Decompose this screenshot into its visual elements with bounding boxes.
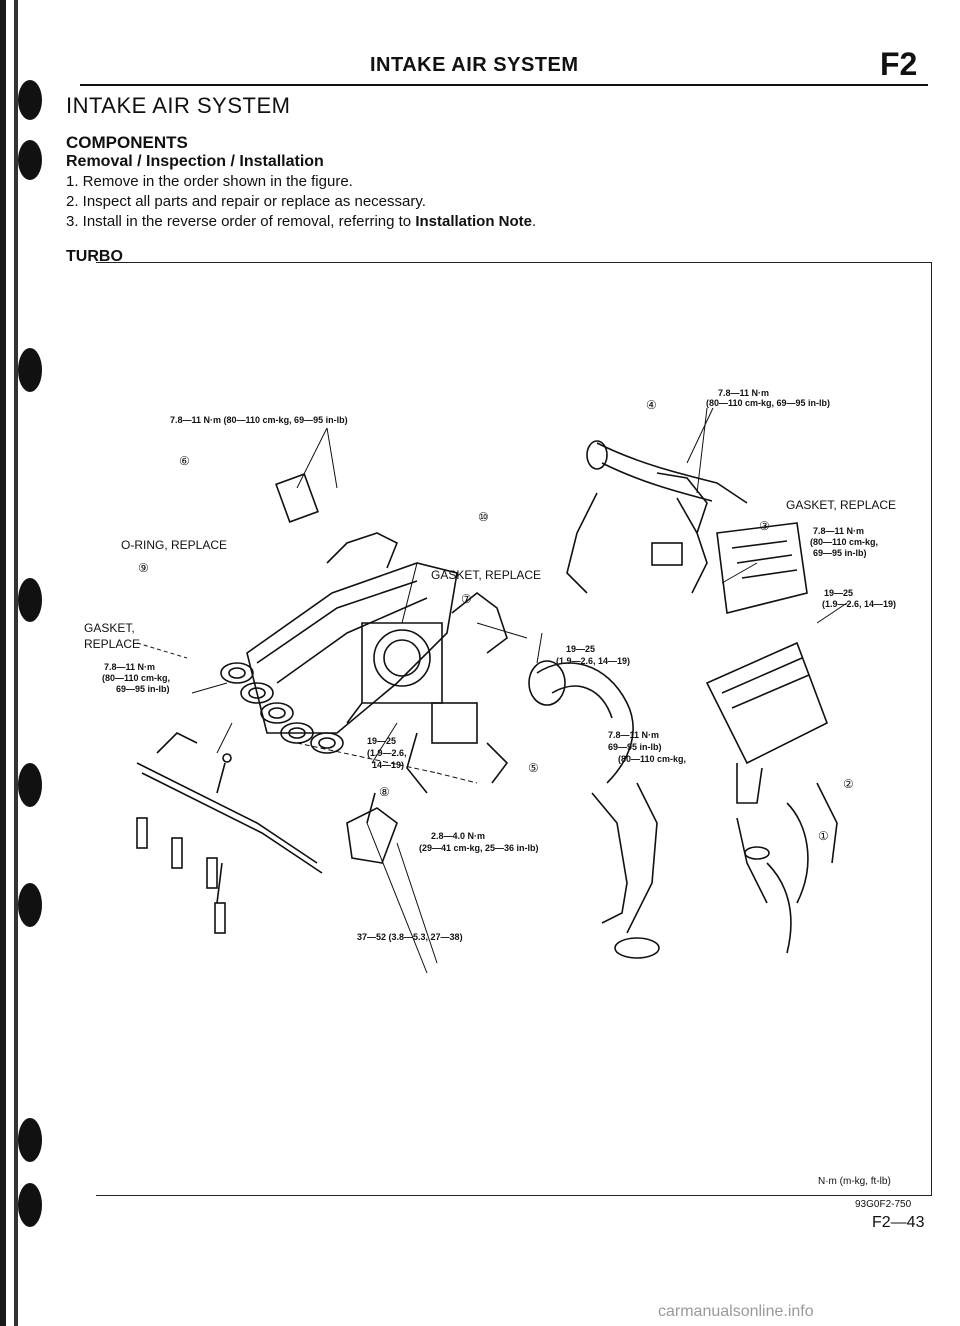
watermark: carmanualsonline.info: [658, 1303, 814, 1320]
part-number-9: ⑨: [138, 561, 149, 575]
leader-lines: [136, 407, 848, 974]
header-rule: [80, 84, 928, 86]
part-number-10: ⑩: [478, 510, 489, 524]
torque-callout-19-right-line1: 19—25: [824, 588, 854, 598]
torque-callout-left-line3: 69—95 in-lb): [116, 684, 170, 694]
part-number-1: ①: [818, 829, 829, 843]
torque-callout-19-low-line3: 14—19): [372, 760, 405, 770]
part-number-6: ⑥: [179, 454, 190, 468]
figure-frame: [96, 262, 932, 1196]
page-number: F2—43: [872, 1214, 925, 1231]
torque-callout-hose-line3: (80—110 cm-kg,: [618, 754, 687, 764]
torque-callout-hose-line2: 69—95 in-lb): [608, 742, 662, 752]
torque-callout-top-right-line2: (80—110 cm-kg, 69—95 in-lb): [706, 398, 831, 408]
step-3-tail: .: [532, 213, 537, 230]
torque-callout-right3-line1: 7.8—11 N·m: [813, 526, 865, 536]
torque-callout-19-mid-line1: 19—25: [566, 644, 596, 654]
part-number-3: ③: [759, 519, 770, 533]
intake-manifold: [220, 473, 458, 754]
step-3: 3. Install in the reverse order of remov…: [66, 212, 536, 232]
air-cleaner: [705, 522, 838, 954]
torque-callout-right3-line2: (80—110 cm-kg,: [810, 537, 879, 547]
procedure-steps: 1. Remove in the order shown in the figu…: [66, 172, 536, 232]
fuel-rail-injectors: [136, 732, 323, 934]
part-number-5: ⑤: [528, 761, 539, 775]
airflow-meter: [566, 440, 748, 594]
throttle-body: [346, 591, 508, 864]
gasket-callout-left-line2: REPLACE: [84, 637, 141, 651]
oring-callout: O-RING, REPLACE: [121, 538, 228, 552]
torque-callout-19-low-line1: 19—25: [367, 736, 397, 746]
intake-hose: [486, 660, 660, 959]
part-number-8: ⑧: [379, 785, 390, 799]
units-note: N·m (m-kg, ft-lb): [818, 1176, 891, 1187]
figure-variant-label: TURBO: [66, 248, 123, 265]
step-3-text: 3. Install in the reverse order of remov…: [66, 213, 412, 230]
torque-callout-28-line1: 2.8—4.0 N·m: [431, 831, 486, 841]
part-number-2: ②: [843, 777, 854, 791]
page-title: INTAKE AIR SYSTEM: [66, 93, 291, 118]
figure-code: 93G0F2-750: [855, 1199, 912, 1210]
step-3-emphasis: Installation Note: [415, 213, 533, 230]
part-number-7: ⑦: [461, 592, 472, 606]
step-2: 2. Inspect all parts and repair or repla…: [66, 193, 426, 210]
section-subheading: Removal / Inspection / Installation: [66, 153, 324, 170]
torque-callout-19-mid-line2: (1.9—2.6, 14—19): [556, 656, 631, 666]
exploded-view-diagram: [136, 407, 848, 974]
section-heading: COMPONENTS: [66, 133, 188, 152]
torque-callout-top-right-line1: 7.8—11 N·m: [718, 388, 770, 398]
torque-callout-19-low-line2: (1.9—2.6,: [367, 748, 407, 758]
part-number-4: ④: [646, 398, 657, 412]
gasket-callout-mid: GASKET, REPLACE: [431, 568, 542, 582]
header-title: INTAKE AIR SYSTEM: [370, 54, 579, 76]
torque-callout-37: 37—52 (3.8—5.3, 27—38): [357, 932, 463, 942]
torque-callout-right3-line3: 69—95 in-lb): [813, 548, 867, 558]
binder-edge: [0, 0, 42, 1326]
gasket-callout-right: GASKET, REPLACE: [786, 498, 897, 512]
torque-callout-top-left: 7.8—11 N·m (80—110 cm-kg, 69—95 in-lb): [170, 415, 348, 425]
torque-callout-28-line2: (29—41 cm-kg, 25—36 in-lb): [419, 843, 539, 853]
torque-callout-left-line2: (80—110 cm-kg,: [102, 673, 171, 683]
section-code: F2: [880, 46, 918, 82]
gasket-callout-left-line1: GASKET,: [84, 621, 135, 635]
torque-callout-19-right-line2: (1.9—2.6, 14—19): [822, 599, 897, 609]
torque-callout-left-line1: 7.8—11 N·m: [104, 662, 156, 672]
step-1: 1. Remove in the order shown in the figu…: [66, 173, 353, 190]
torque-callout-hose-line1: 7.8—11 N·m: [608, 730, 660, 740]
